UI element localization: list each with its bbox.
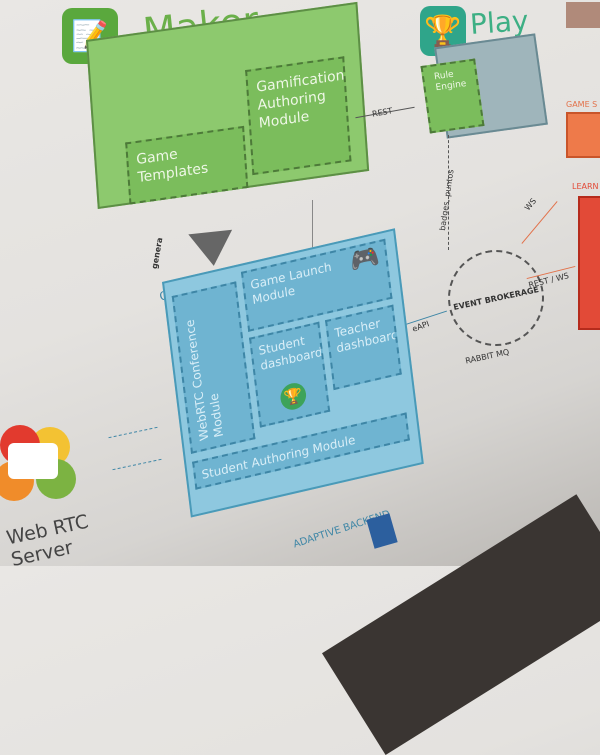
game-section-label: GAME S xyxy=(566,100,598,109)
contenido-digital-box: Game Launch Module 🎮 WebRTC Conference M… xyxy=(162,228,424,518)
event-brokerage: EVENT BROKERAGE xyxy=(439,241,553,355)
trophy-icon: 🏆 xyxy=(279,380,308,413)
student-dashboard-label: Student dashboard xyxy=(257,333,324,373)
game-section-box xyxy=(566,112,600,158)
badges-label: badges, puntos xyxy=(438,168,456,232)
right-top-box xyxy=(566,2,600,28)
teacher-dashboard-module: Teacher dashboard xyxy=(325,304,402,391)
learn-section-box xyxy=(578,196,600,330)
webrtc-arrow-2 xyxy=(112,458,162,471)
learn-section-label: LEARN xyxy=(572,182,599,191)
webrtc-conference-module: WebRTC Conference Module xyxy=(171,281,256,454)
book-icon xyxy=(366,513,398,549)
ws-label: WS xyxy=(522,196,539,213)
genera-arrow-icon xyxy=(188,229,236,269)
monitor-bezel xyxy=(321,494,600,755)
rule-engine-module: Rule Engine xyxy=(420,58,485,134)
game-templates-module: Game Templates xyxy=(125,125,249,205)
rabbit-mq-label: RABBIT MQ xyxy=(464,347,511,366)
gamepad-icon: 🎮 xyxy=(348,241,381,277)
webrtc-logo-icon xyxy=(0,425,80,515)
webrtc-conference-label: WebRTC Conference Module xyxy=(182,318,226,443)
trophy-icon: 🏆 xyxy=(424,13,462,49)
event-brokerage-label: EVENT BROKERAGE xyxy=(452,284,540,312)
gamification-authoring-module: Gamification Authoring Module xyxy=(245,56,352,176)
game-launch-label: Game Launch Module xyxy=(249,259,333,308)
connector-line xyxy=(312,200,313,280)
badges-arrow xyxy=(448,135,449,250)
webrtc-arrow-1 xyxy=(108,426,158,439)
genera-label: genera xyxy=(150,236,165,270)
maker-box: Game Templates Gamification Authoring Mo… xyxy=(86,1,370,209)
student-dashboard-module: Student dashboard 🏆 xyxy=(249,321,331,428)
